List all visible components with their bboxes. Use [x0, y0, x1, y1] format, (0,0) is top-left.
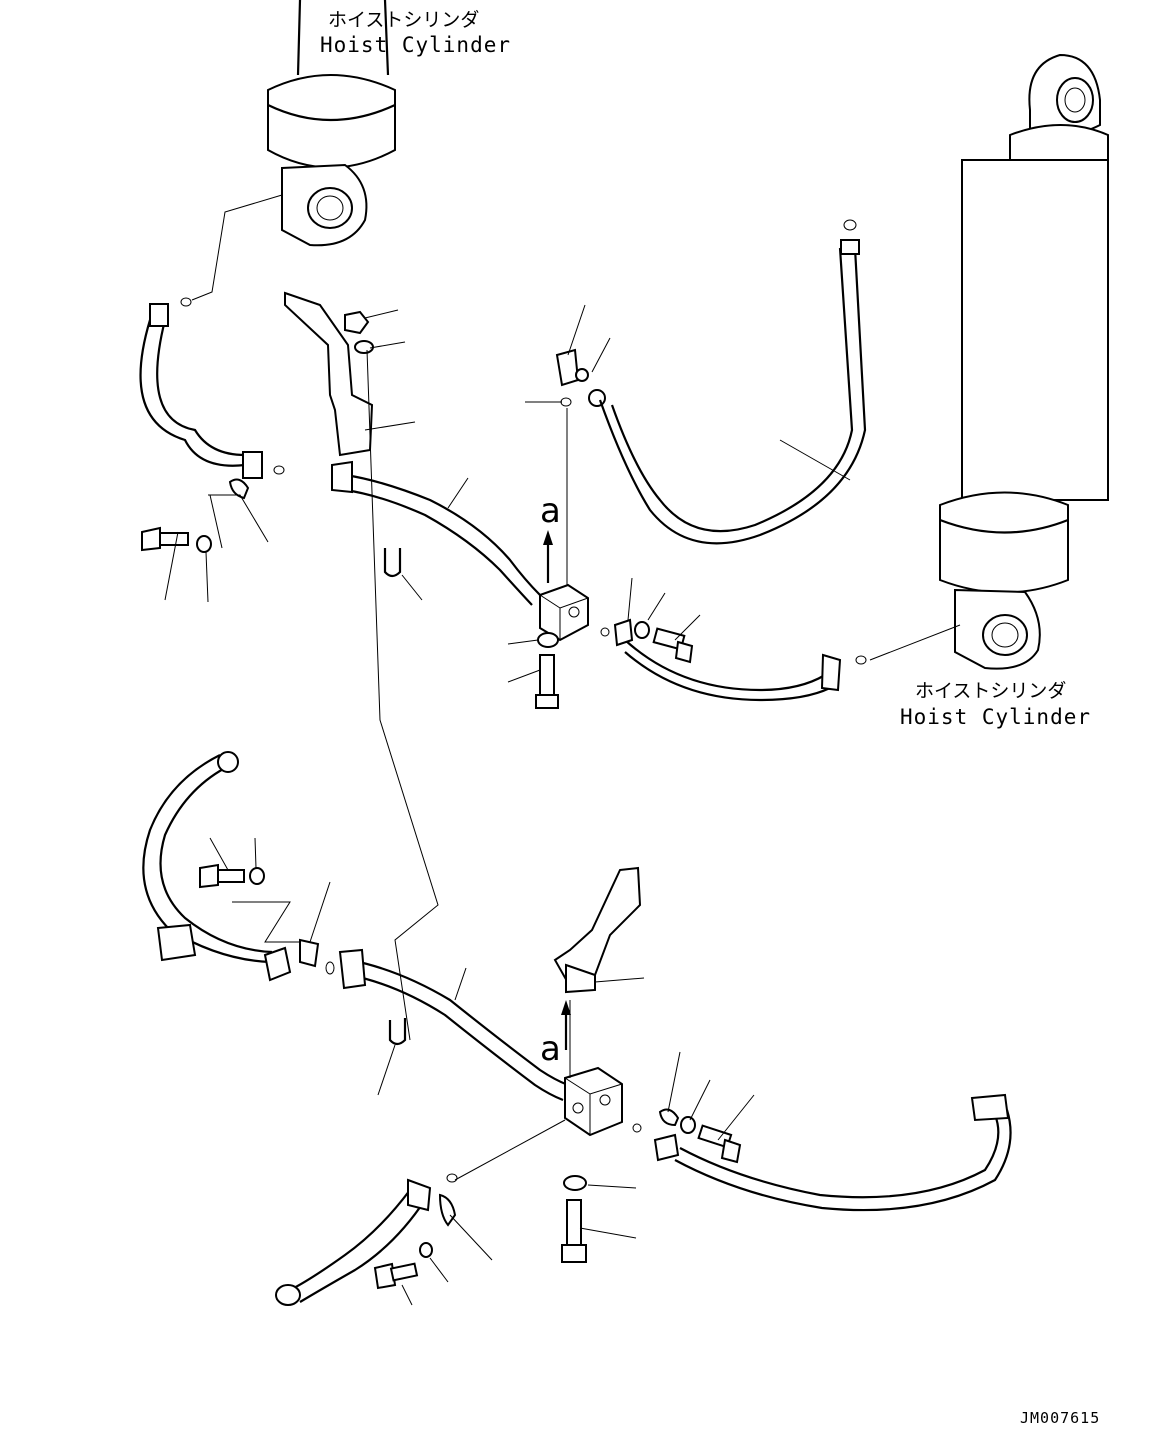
- hoist-cylinder-top-label-en: Hoist Cylinder: [320, 33, 511, 57]
- hoist-cylinder-right-label-jp: ホイストシリンダ: [915, 680, 1066, 702]
- view-reference-a-upper: a: [540, 491, 561, 531]
- upper-assembly: [139, 219, 867, 709]
- hoist-cylinder-top-label-jp: ホイストシリンダ: [328, 9, 479, 31]
- drawing-code: JM007615: [1020, 1409, 1100, 1427]
- hoist-cylinder-right-label-en: Hoist Cylinder: [900, 705, 1091, 729]
- hoist-cylinder-right: [939, 53, 1109, 670]
- view-reference-a-lower: a: [540, 1029, 561, 1069]
- leader-lines: [164, 194, 961, 1306]
- lower-assembly: [142, 751, 1012, 1306]
- hoist-cylinder-top-left: [267, 0, 396, 247]
